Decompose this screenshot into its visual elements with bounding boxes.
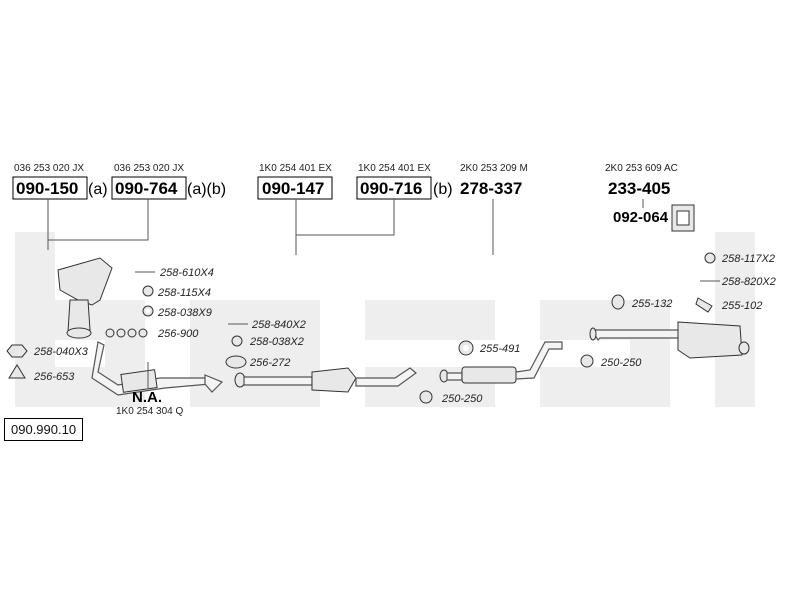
diagram-reference: 090.990.10 (4, 418, 84, 441)
middle-pipe-icon (234, 367, 417, 393)
part-number-1[interactable]: 090-150 (16, 179, 78, 198)
part-number-3[interactable]: 090-147 (262, 179, 324, 198)
part-number-5[interactable]: 278-337 (460, 179, 522, 198)
part-note-4: (b) (433, 181, 453, 198)
part-note-2: (a)(b) (187, 181, 226, 198)
acc-label-258-840: 258-840X2 (251, 319, 306, 331)
oem-label-5: 2K0 253 209 M (460, 163, 528, 174)
na-oem-label: 1K0 254 304 Q (116, 406, 183, 417)
acc-label-258-610: 258-610X4 (159, 267, 214, 279)
acc-label-250-250-a: 250-250 (441, 393, 483, 405)
acc-label-255-491: 255-491 (479, 343, 520, 355)
manifold-catalyst-icon (57, 257, 113, 339)
acc-label-258-115: 258-115X4 (157, 287, 211, 299)
oem-label-1: 036 253 020 JX (14, 163, 84, 174)
leader-lines (47, 199, 644, 255)
acc-label-255-102: 255-102 (721, 300, 762, 312)
part-number-4[interactable]: 090-716 (360, 179, 422, 198)
acc-label-255-132: 255-132 (631, 298, 672, 310)
acc-label-256-272: 256-272 (249, 357, 290, 369)
acc-label-258-117: 258-117X2 (721, 253, 775, 265)
centre-silencer-icon (439, 341, 563, 384)
acc-label-256-900: 256-900 (157, 328, 199, 340)
na-label: N.A. (132, 389, 162, 406)
part-box-1 (12, 176, 88, 200)
oem-label-3: 1K0 254 401 EX (259, 163, 332, 174)
acc-label-256-653: 256-653 (33, 371, 75, 383)
part-number-2[interactable]: 090-764 (115, 179, 178, 198)
acc-label-258-038-9: 258-038X9 (157, 307, 212, 319)
part-box-2 (111, 176, 187, 200)
part-note-1: (a) (88, 181, 108, 198)
rear-silencer-icon (589, 321, 750, 359)
oem-label-6: 2K0 253 609 AC (605, 163, 678, 174)
acc-label-258-820: 258-820X2 (721, 276, 776, 288)
oem-label-4: 1K0 254 401 EX (358, 163, 431, 174)
acc-label-258-040: 258-040X3 (33, 346, 89, 358)
oem-label-2: 036 253 020 JX (114, 163, 184, 174)
part-number-6[interactable]: 233-405 (608, 179, 670, 198)
acc-label-258-038-2: 258-038X2 (249, 336, 304, 348)
bracket-part-icon (671, 204, 695, 232)
part-box-3 (257, 176, 333, 200)
accessory-icons (6, 252, 720, 404)
small-part-number[interactable]: 092-064 (613, 209, 669, 226)
acc-label-250-250-b: 250-250 (600, 357, 642, 369)
